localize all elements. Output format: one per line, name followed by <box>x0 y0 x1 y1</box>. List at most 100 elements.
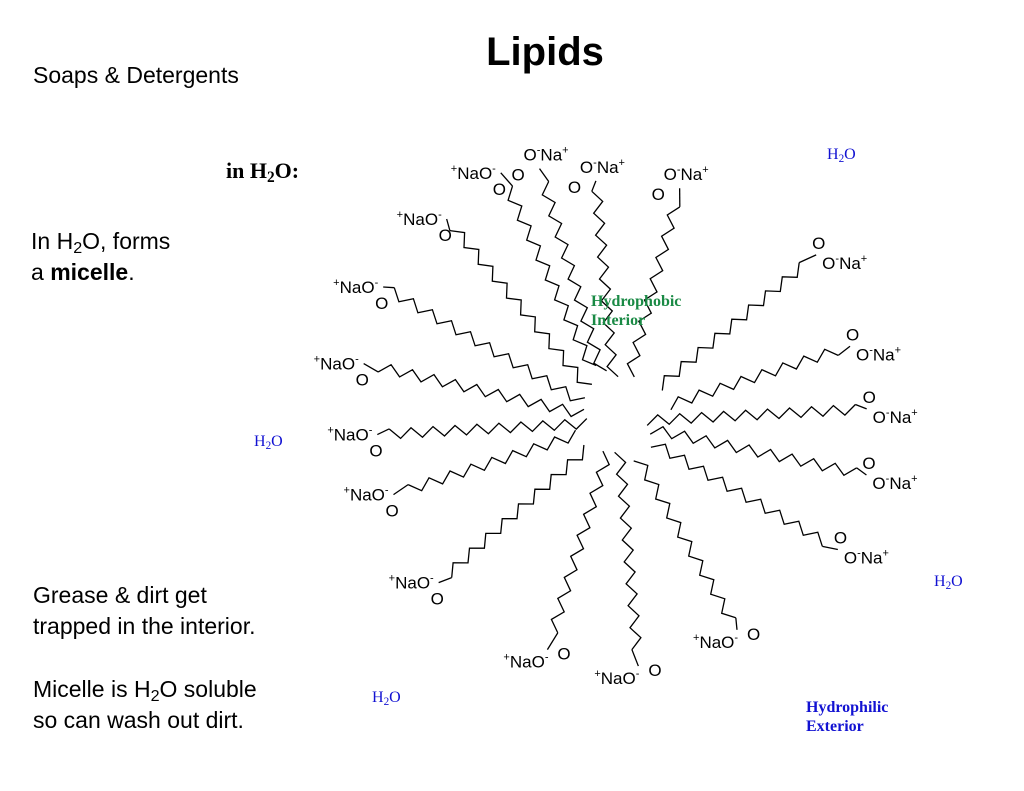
hydrocarbon-tail <box>449 229 592 385</box>
carbonyl-oxygen: O <box>356 371 369 390</box>
carbonyl-bond <box>546 632 559 650</box>
carbonyl-bond <box>631 649 639 667</box>
soap-molecule <box>650 443 838 551</box>
carboxylate-head: +NaO- <box>344 485 389 505</box>
carboxylate-head: +NaO- <box>594 668 639 688</box>
carbonyl-bond <box>591 180 597 192</box>
soap-molecule <box>383 286 586 402</box>
soap-molecule <box>633 460 738 630</box>
carbonyl-bond <box>363 362 379 373</box>
carbonyl-bond <box>377 428 390 436</box>
carboxylate-head: O-Na+ <box>872 473 917 493</box>
hydrocarbon-tail <box>550 450 611 634</box>
carboxylate-head: O-Na+ <box>524 145 569 165</box>
carboxylate-head: O-Na+ <box>822 253 867 273</box>
carbonyl-oxygen: O <box>568 178 581 197</box>
carbonyl-oxygen: O <box>493 180 506 199</box>
hydrocarbon-tail <box>393 287 586 402</box>
carboxylate-head: +NaO- <box>503 652 548 672</box>
carboxylate-head: +NaO- <box>327 425 372 445</box>
hydrocarbon-tail <box>646 404 856 426</box>
hydrocarbon-tail <box>626 206 681 378</box>
soap-molecule <box>661 254 817 391</box>
soap-molecule <box>670 345 851 411</box>
soap-molecule <box>614 451 642 667</box>
hydrocarbon-tail <box>650 443 823 547</box>
in-water-label: in H2O: <box>226 158 300 186</box>
soap-molecule <box>500 172 597 367</box>
carboxylate-head: O-Na+ <box>664 164 709 184</box>
soap-molecule <box>363 362 585 418</box>
water-label-right: H2O <box>934 573 963 592</box>
carboxylate-head: +NaO- <box>451 163 496 183</box>
soap-molecule <box>538 168 607 372</box>
carbonyl-bond <box>735 617 738 630</box>
carboxylate-head: O-Na+ <box>844 548 889 568</box>
soap-molecule <box>446 218 592 385</box>
hydrocarbon-tail <box>591 190 619 378</box>
carbonyl-bond <box>438 577 452 584</box>
carbonyl-bond <box>383 286 395 289</box>
hydrocarbon-tail <box>451 444 585 578</box>
hydrocarbon-tail <box>388 418 588 440</box>
carbonyl-oxygen: O <box>386 502 399 521</box>
carbonyl-bond <box>500 172 513 187</box>
hydrocarbon-tail <box>407 429 577 492</box>
carboxylate-head: +NaO- <box>397 209 442 229</box>
carbonyl-oxygen: O <box>747 625 760 644</box>
carbonyl-oxygen: O <box>439 226 452 245</box>
carbonyl-oxygen: O <box>834 529 847 548</box>
carboxylate-head: O-Na+ <box>580 157 625 177</box>
hydrophilic-exterior-label: Hydrophilic Exterior <box>806 699 889 735</box>
carboxylate-head: +NaO- <box>333 277 378 297</box>
soap-molecule <box>646 403 867 426</box>
soap-molecule <box>438 444 585 584</box>
carboxylate-head: +NaO- <box>389 573 434 593</box>
carboxylate-head: +NaO- <box>693 632 738 652</box>
carbonyl-oxygen: O <box>369 442 382 461</box>
carboxylate-head: +NaO- <box>314 354 359 374</box>
carbonyl-bond <box>837 345 851 356</box>
hydrocarbon-tail <box>377 363 585 418</box>
carbonyl-oxygen: O <box>862 454 875 473</box>
carbonyl-bond <box>822 545 838 551</box>
carbonyl-oxygen: O <box>648 661 661 680</box>
micelle-term: micelle <box>50 259 129 285</box>
grease-description: Grease & dirt get trapped in the interio… <box>33 582 256 639</box>
hydrocarbon-tail <box>541 181 607 372</box>
soap-molecule <box>626 188 681 378</box>
carbonyl-oxygen: O <box>557 645 570 664</box>
page-title: Lipids <box>486 30 604 74</box>
hydrocarbon-tail <box>661 262 800 391</box>
carbonyl-oxygen: O <box>512 166 525 185</box>
carboxylate-head: O-Na+ <box>873 407 918 427</box>
hydrophobic-interior-label: Hydrophobic Interior <box>591 293 682 329</box>
hydrocarbon-tail <box>670 348 839 411</box>
carbonyl-bond <box>446 218 451 231</box>
carbonyl-oxygen: O <box>431 590 444 609</box>
subtitle: Soaps & Detergents <box>33 62 239 88</box>
carbonyl-oxygen: O <box>846 325 859 344</box>
carbonyl-oxygen: O <box>652 185 665 204</box>
soap-molecule <box>546 450 611 650</box>
water-label-top-right: H2O <box>827 146 856 165</box>
carbonyl-oxygen: O <box>812 234 825 253</box>
carbonyl-bond <box>855 403 867 410</box>
water-label-left: H2O <box>254 433 283 452</box>
hydrocarbon-tail <box>649 425 858 477</box>
micelle-description: In H2O, forms a micelle. <box>31 228 171 285</box>
carbonyl-bond <box>538 168 550 182</box>
soap-molecule <box>393 429 577 496</box>
carbonyl-bond <box>393 484 409 496</box>
soap-molecule <box>377 418 588 440</box>
soap-molecule <box>591 180 619 378</box>
hydrocarbon-tail <box>507 185 597 367</box>
soap-molecule <box>649 425 867 477</box>
carboxylate-head: O-Na+ <box>856 344 901 364</box>
carbonyl-oxygen: O <box>863 388 876 407</box>
water-label-bottom: H2O <box>372 689 401 708</box>
hydrocarbon-tail <box>633 460 736 619</box>
solubility-description: Micelle is H2O soluble so can wash out d… <box>33 676 257 733</box>
carbonyl-bond <box>798 254 817 264</box>
